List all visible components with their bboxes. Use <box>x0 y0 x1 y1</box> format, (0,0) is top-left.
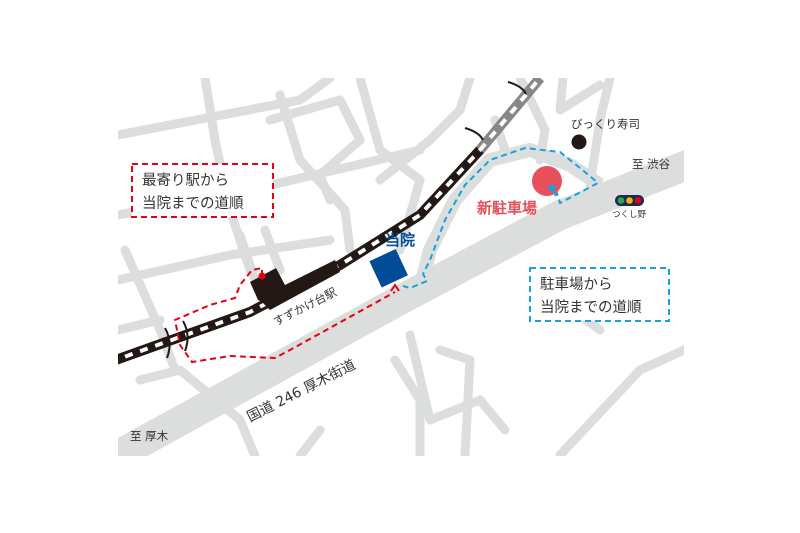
parking-route-box <box>529 267 670 322</box>
station-route-title-line2: 当院までの道順 <box>142 195 244 212</box>
direction-shibuya: 至 渋谷 <box>632 157 671 171</box>
station-exit-marker <box>258 272 266 280</box>
parking-route-title-line1: 駐車場から <box>540 276 613 293</box>
signal-label: つくし野 <box>612 210 647 220</box>
direction-atsugi: 至 厚木 <box>130 429 169 443</box>
parking-route-path <box>402 146 600 290</box>
parking-marker[interactable] <box>532 166 562 196</box>
clinic-label: 当院 <box>385 231 415 249</box>
station-building <box>250 260 340 310</box>
clinic-marker[interactable] <box>369 248 408 288</box>
station-route-box <box>131 163 274 218</box>
sushi-landmark-marker <box>571 134 587 150</box>
station-route-arrow <box>390 283 400 292</box>
access-road <box>413 143 604 292</box>
minor-roads <box>118 78 684 456</box>
station-route-path <box>173 266 396 364</box>
route-246-road <box>118 150 684 456</box>
station-route-title-line1: 最寄り駅から <box>142 171 229 189</box>
parking-route-title-line2: 当院までの道順 <box>540 299 642 316</box>
parking-label: 新駐車場 <box>477 199 537 217</box>
traffic-signal-icon <box>615 195 644 206</box>
railway <box>118 78 544 365</box>
landmark-label: びっくり寿司 <box>571 117 640 131</box>
